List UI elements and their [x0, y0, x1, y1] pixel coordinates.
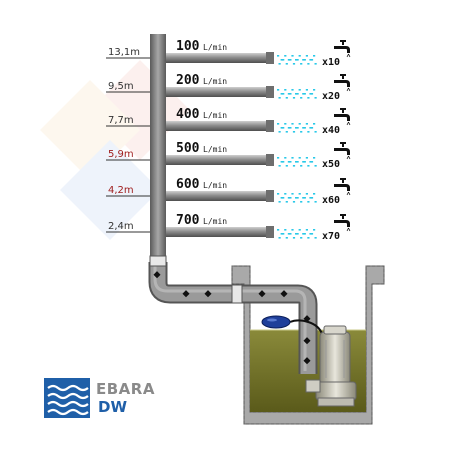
riser-pipe	[150, 34, 166, 260]
float-switch-icon	[261, 315, 291, 329]
pipe-end	[266, 226, 274, 238]
flow-rate: 100	[176, 39, 200, 54]
water-spray	[277, 55, 317, 65]
faucet-icon	[334, 74, 351, 92]
level-label: 4,2m	[108, 185, 134, 196]
multiplier-label: x60	[322, 195, 340, 206]
flow-rate: 400	[176, 107, 200, 122]
pipe-end	[266, 86, 274, 98]
pump-icon	[305, 325, 357, 407]
branch-pipe	[166, 227, 272, 237]
pipe-end	[266, 52, 274, 64]
ebara-logo-icon	[44, 378, 90, 418]
branch-pipe	[166, 155, 272, 165]
multiplier-label: x50	[322, 159, 340, 170]
flow-rate: 700	[176, 213, 200, 228]
level-label: 13,1m	[108, 47, 140, 58]
branch-pipe	[166, 87, 272, 97]
pipe-end	[266, 190, 274, 202]
flow-rate: 600	[176, 177, 200, 192]
multiplier-label: x20	[322, 91, 340, 102]
level-label: 7,7m	[108, 115, 134, 126]
discharge-pipe	[148, 255, 318, 374]
branch-pipe	[166, 53, 272, 63]
faucet-icon	[334, 142, 351, 160]
faucet-icon	[334, 178, 351, 196]
multiplier-label: x40	[322, 125, 340, 136]
brand-name: EBARA	[96, 380, 155, 398]
flow-unit: L/min	[203, 145, 227, 154]
pipe-end	[266, 120, 274, 132]
faucet-icon	[334, 214, 351, 232]
water-spray	[277, 123, 317, 133]
model-name: DW	[98, 398, 127, 416]
level-label: 2,4m	[108, 221, 134, 232]
faucet-icon	[334, 40, 351, 58]
multiplier-label: x70	[322, 231, 340, 242]
level-label: 9,5m	[108, 81, 134, 92]
flow-unit: L/min	[203, 43, 227, 52]
water-spray	[277, 193, 317, 203]
water-spray	[277, 229, 317, 239]
water-spray	[277, 157, 317, 167]
branch-pipe	[166, 121, 272, 131]
faucet-icon	[334, 108, 351, 126]
flow-unit: L/min	[203, 77, 227, 86]
flow-unit: L/min	[203, 217, 227, 226]
multiplier-label: x10	[322, 57, 340, 68]
water-spray	[277, 89, 317, 99]
flow-unit: L/min	[203, 181, 227, 190]
flow-unit: L/min	[203, 111, 227, 120]
pipe-end	[266, 154, 274, 166]
level-label: 5,9m	[108, 149, 134, 160]
branch-pipe	[166, 191, 272, 201]
flow-rate: 200	[176, 73, 200, 88]
flow-rate: 500	[176, 141, 200, 156]
